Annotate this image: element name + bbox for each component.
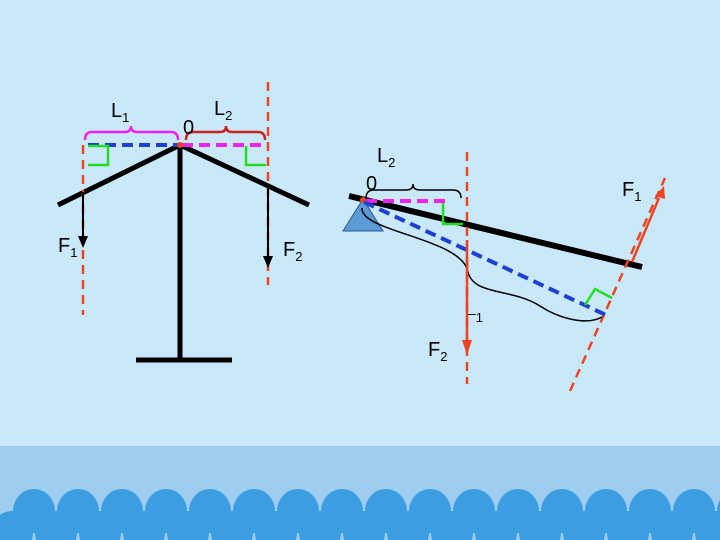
label-l2: L2	[214, 98, 232, 123]
arrowhead-f2-right	[263, 256, 273, 268]
scallop-1	[431, 511, 473, 540]
lever-arm-l1-right	[363, 200, 607, 317]
brace-l1-right	[361, 207, 603, 322]
scallop-1	[651, 511, 693, 540]
scallop-1	[519, 511, 561, 540]
force-arrow-f1-slanted	[630, 197, 661, 263]
scallop-1	[35, 511, 77, 540]
scallop-decoration	[0, 489, 720, 540]
brace-l2-right	[365, 183, 462, 199]
right-angle-mark-f1	[583, 287, 613, 306]
label-l1-right-partial: –1	[468, 305, 483, 325]
beam-right	[178, 142, 311, 208]
arrowhead-f1-left	[78, 236, 88, 248]
scallop-1	[167, 511, 209, 540]
label-l2-right: L2	[377, 145, 395, 170]
scallop-1	[79, 511, 121, 540]
arrowhead-f1-slanted	[655, 186, 665, 199]
scallop-1	[387, 511, 429, 540]
right-angle-mark-right	[244, 146, 266, 167]
lever-bar	[348, 193, 643, 270]
label-f1-left: F1	[58, 235, 77, 260]
scallop-1	[211, 511, 253, 540]
balance-diagram: L1 L2 0 F1 F2	[56, 82, 311, 363]
label-f1-slanted: F1	[622, 179, 641, 204]
label-l1: L1	[111, 100, 129, 125]
scallop-1	[607, 511, 649, 540]
inclined-lever-diagram: L2 0 F1 F2 –1	[342, 145, 667, 392]
brace-l2	[184, 125, 267, 141]
right-angle-mark-left	[88, 144, 110, 167]
line-of-action-f1	[568, 177, 667, 392]
label-pivot-left: 0	[183, 117, 194, 139]
scallop-1	[695, 511, 720, 540]
scallop-1	[0, 511, 33, 540]
brace-l1	[83, 125, 180, 141]
scallop-1	[343, 511, 385, 540]
pivot-point	[177, 142, 183, 148]
scallop-1	[123, 511, 165, 540]
arrowhead-f2-down	[462, 340, 472, 355]
scallop-1	[563, 511, 605, 540]
scallop-1	[299, 511, 341, 540]
label-f2-right: F2	[283, 239, 302, 264]
scallop-1	[475, 511, 517, 540]
label-f2-down: F2	[428, 339, 447, 364]
beam-left	[56, 142, 182, 208]
label-pivot-right: 0	[366, 173, 377, 195]
scallop-1	[255, 511, 297, 540]
fulcrum-triangle	[342, 198, 384, 232]
right-angle-mark-f2	[441, 203, 463, 226]
